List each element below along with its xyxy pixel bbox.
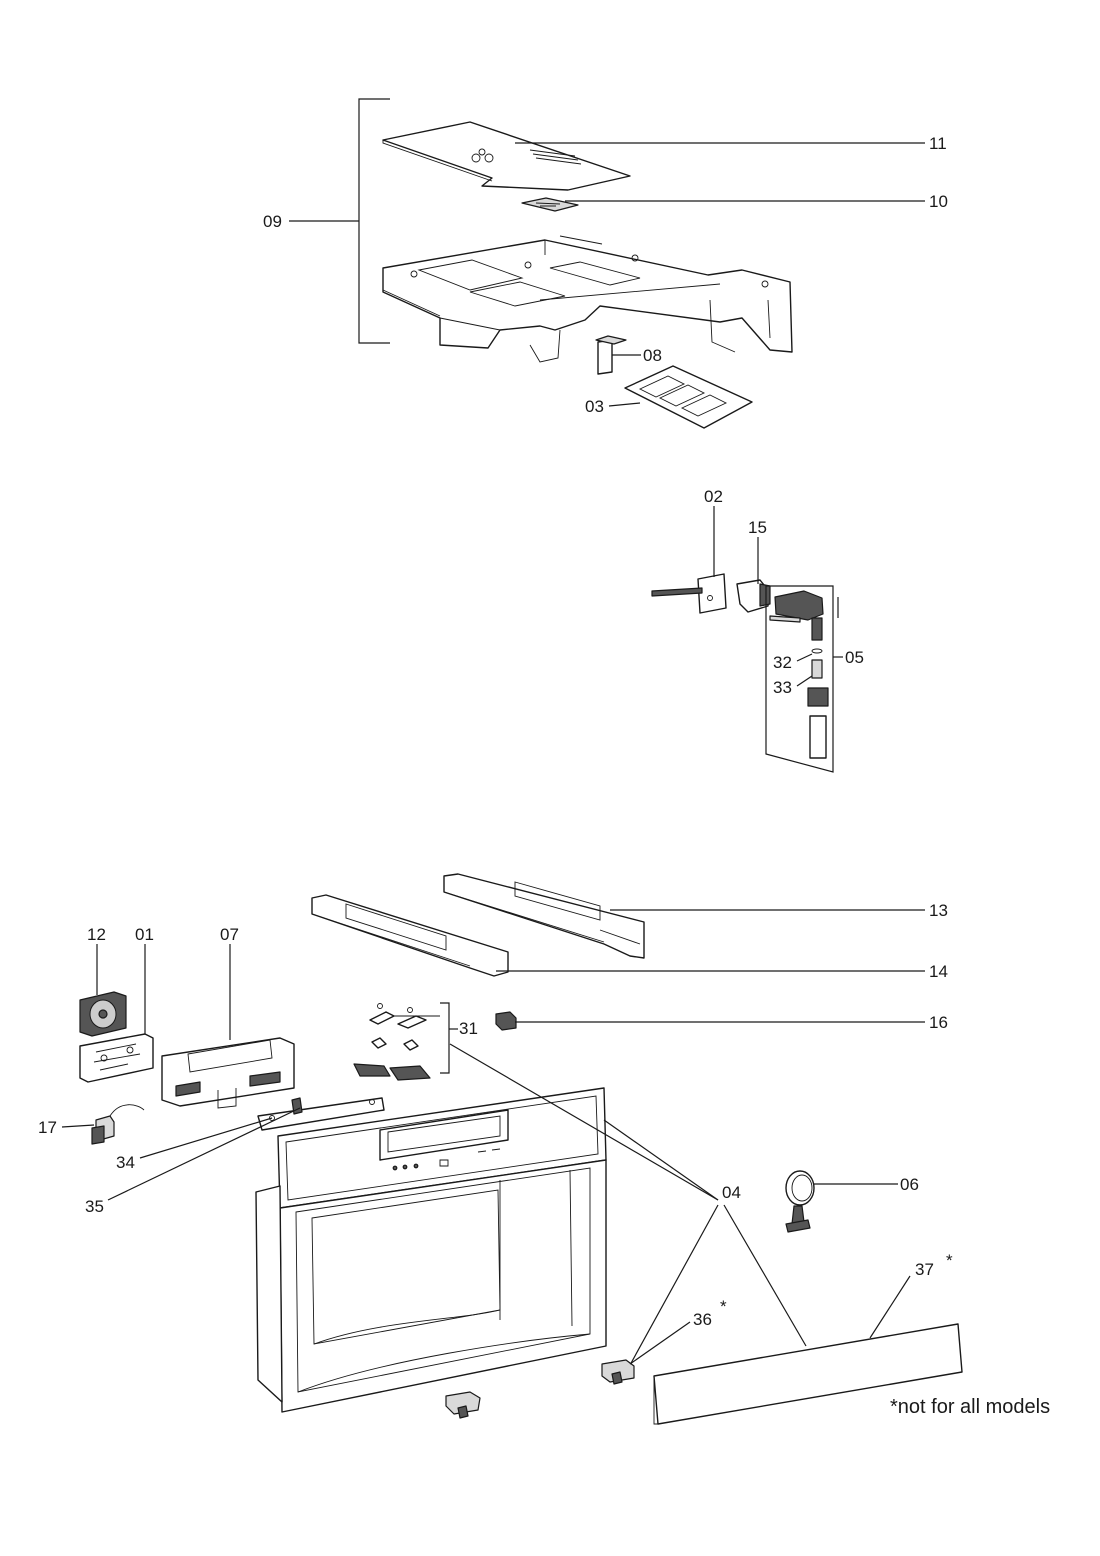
callout-33: 33	[773, 678, 792, 697]
part-13-rail-right	[443, 873, 645, 959]
callout-11: 11	[929, 134, 947, 153]
part-07-display-panel	[161, 1037, 295, 1109]
leader-04-b	[603, 1119, 719, 1201]
callout-17: 17	[38, 1118, 57, 1137]
leader-04-c	[629, 1204, 719, 1366]
callout-32: 32	[773, 653, 792, 672]
callout-05: 05	[845, 648, 864, 667]
part-37-trim-strip	[653, 1323, 963, 1425]
part-05-lamp-holder	[769, 590, 829, 759]
part-15-switch	[736, 579, 771, 613]
callout-35: 35	[85, 1197, 104, 1216]
part-12-fan	[79, 991, 127, 1037]
leader-35	[107, 1107, 301, 1201]
part-06-knob	[785, 1170, 815, 1233]
part-08-pin	[595, 335, 627, 375]
part-31-fixing-set	[353, 1003, 440, 1081]
callout-36: 36	[693, 1310, 712, 1329]
part-09-housing	[382, 235, 793, 363]
part-03-mat	[624, 365, 753, 429]
callout-10: 10	[929, 192, 948, 211]
asterisk-36: *	[720, 1297, 727, 1316]
part-36-clip	[601, 1359, 635, 1385]
callout-12: 12	[87, 925, 106, 944]
leader-04-d	[723, 1204, 807, 1347]
callout-09: 09	[263, 212, 282, 231]
callout-03: 03	[585, 397, 604, 416]
callout-13: 13	[929, 901, 948, 920]
leader-36	[629, 1321, 691, 1365]
leader-17	[61, 1124, 95, 1128]
callout-02: 02	[704, 487, 723, 506]
callout-31: 31	[459, 1019, 478, 1038]
callout-01: 01	[135, 925, 154, 944]
callout-07: 07	[220, 925, 239, 944]
part-17-sensor	[91, 1104, 145, 1145]
callout-06: 06	[900, 1175, 919, 1194]
part-11-cover-plate	[382, 121, 631, 191]
part-16-clip	[495, 1011, 517, 1031]
bracket-09	[358, 98, 390, 344]
leader-04-a	[449, 1043, 719, 1201]
part-04-hinge	[445, 1391, 481, 1419]
part-14-rail-left	[311, 894, 509, 977]
leader-33	[796, 675, 813, 687]
callout-37: 37	[915, 1260, 934, 1279]
part-01-control-board	[79, 1033, 154, 1083]
callout-08: 08	[643, 346, 662, 365]
leader-34	[139, 1117, 273, 1159]
part-04-oven-front	[255, 1087, 607, 1413]
callout-14: 14	[929, 962, 948, 981]
leader-32	[796, 653, 813, 662]
part-10-knob-seal	[521, 197, 579, 212]
leader-03	[608, 402, 641, 407]
asterisk-37: *	[946, 1251, 953, 1270]
callout-15: 15	[748, 518, 767, 537]
footnote: *not for all models	[890, 1396, 1050, 1418]
group-frame-05	[765, 585, 834, 773]
callout-04: 04	[722, 1183, 741, 1202]
leader-37	[869, 1275, 911, 1339]
callout-16: 16	[929, 1013, 948, 1032]
part-02-board	[651, 573, 727, 614]
bracket-31	[440, 1002, 450, 1074]
callout-34: 34	[116, 1153, 135, 1172]
